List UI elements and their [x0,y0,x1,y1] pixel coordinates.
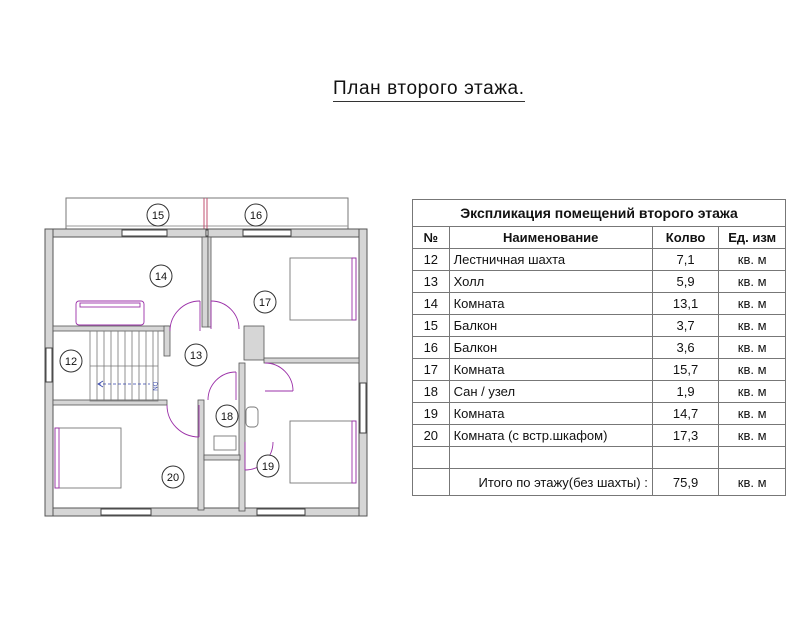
row-qty: 5,9 [651,270,720,293]
room-label-18: 18 [215,404,239,428]
room-label-13: 13 [184,343,208,367]
table-row: 13 Холл 5,9 кв. м [412,270,786,293]
row-name: Комната [448,358,653,381]
row-name: Балкон [448,314,653,337]
row-unit: кв. м [718,292,786,315]
balcony-strip [65,197,349,231]
stair-direction-label: DN [151,382,157,391]
svg-text:12: 12 [65,356,77,368]
row-unit: кв. м [718,424,786,447]
windows [45,229,367,516]
total-label: Итого по этажу(без шахты) : [448,468,653,496]
room-schedule-table: Экспликация помещений второго этажа № На… [412,199,786,496]
row-num: 17 [412,358,450,381]
row-qty: 3,6 [651,336,720,359]
table-caption: Экспликация помещений второго этажа [412,199,786,227]
svg-text:13: 13 [190,350,202,362]
svg-text:16: 16 [250,210,262,222]
row-qty: 13,1 [651,292,720,315]
table-row: 14 Комната 13,1 кв. м [412,292,786,315]
row-qty: 7,1 [651,248,720,271]
header-qty: Колво [651,226,720,249]
page-title: План второго этажа. [333,78,525,102]
row-num: 14 [412,292,450,315]
row-num: 16 [412,336,450,359]
room-label-15: 15 [146,203,170,227]
row-num: 19 [412,402,450,425]
table-total-row: Итого по этажу(без шахты) : 75,9 кв. м [412,468,786,496]
header-name: Наименование [448,226,653,249]
room-label-19: 19 [256,454,280,478]
header-unit: Ед. изм [718,226,786,249]
room-label-17: 17 [253,290,277,314]
room-label-12: 12 [59,349,83,373]
room-label-16: 16 [244,203,268,227]
row-num: 18 [412,380,450,403]
table-row: 20 Комната (с встр.шкафом) 17,3 кв. м [412,424,786,447]
room-label-14: 14 [149,264,173,288]
interior-walls [52,236,360,512]
svg-text:19: 19 [262,461,274,473]
furniture [54,257,357,489]
row-num: 13 [412,270,450,293]
row-qty: 14,7 [651,402,720,425]
row-name: Комната [448,292,653,315]
row-unit: кв. м [718,270,786,293]
row-name: Комната [448,402,653,425]
row-qty: 17,3 [651,424,720,447]
table-row: 15 Балкон 3,7 кв. м [412,314,786,337]
table-header-row: № Наименование Колво Ед. изм [412,226,786,249]
table-empty-row [412,446,786,469]
svg-text:18: 18 [221,411,233,423]
row-unit: кв. м [718,402,786,425]
table-row: 16 Балкон 3,6 кв. м [412,336,786,359]
row-name: Комната (с встр.шкафом) [448,424,653,447]
table-row: 12 Лестничная шахта 7,1 кв. м [412,248,786,271]
row-name: Сан / узел [448,380,653,403]
total-unit: кв. м [718,468,786,496]
row-qty: 1,9 [651,380,720,403]
row-unit: кв. м [718,380,786,403]
svg-text:15: 15 [152,210,164,222]
row-num: 20 [412,424,450,447]
svg-text:14: 14 [155,271,167,283]
table-row: 18 Сан / узел 1,9 кв. м [412,380,786,403]
svg-text:17: 17 [259,297,271,309]
row-unit: кв. м [718,314,786,337]
row-qty: 3,7 [651,314,720,337]
row-unit: кв. м [718,358,786,381]
room-label-20: 20 [161,465,185,489]
row-name: Балкон [448,336,653,359]
row-name: Лестничная шахта [448,248,653,271]
row-unit: кв. м [718,248,786,271]
row-num: 12 [412,248,450,271]
staircase [89,330,159,402]
total-qty: 75,9 [651,468,720,496]
table-row: 17 Комната 15,7 кв. м [412,358,786,381]
header-num: № [412,226,450,249]
row-unit: кв. м [718,336,786,359]
row-name: Холл [448,270,653,293]
table-row: 19 Комната 14,7 кв. м [412,402,786,425]
row-qty: 15,7 [651,358,720,381]
svg-text:20: 20 [167,472,179,484]
row-num: 15 [412,314,450,337]
